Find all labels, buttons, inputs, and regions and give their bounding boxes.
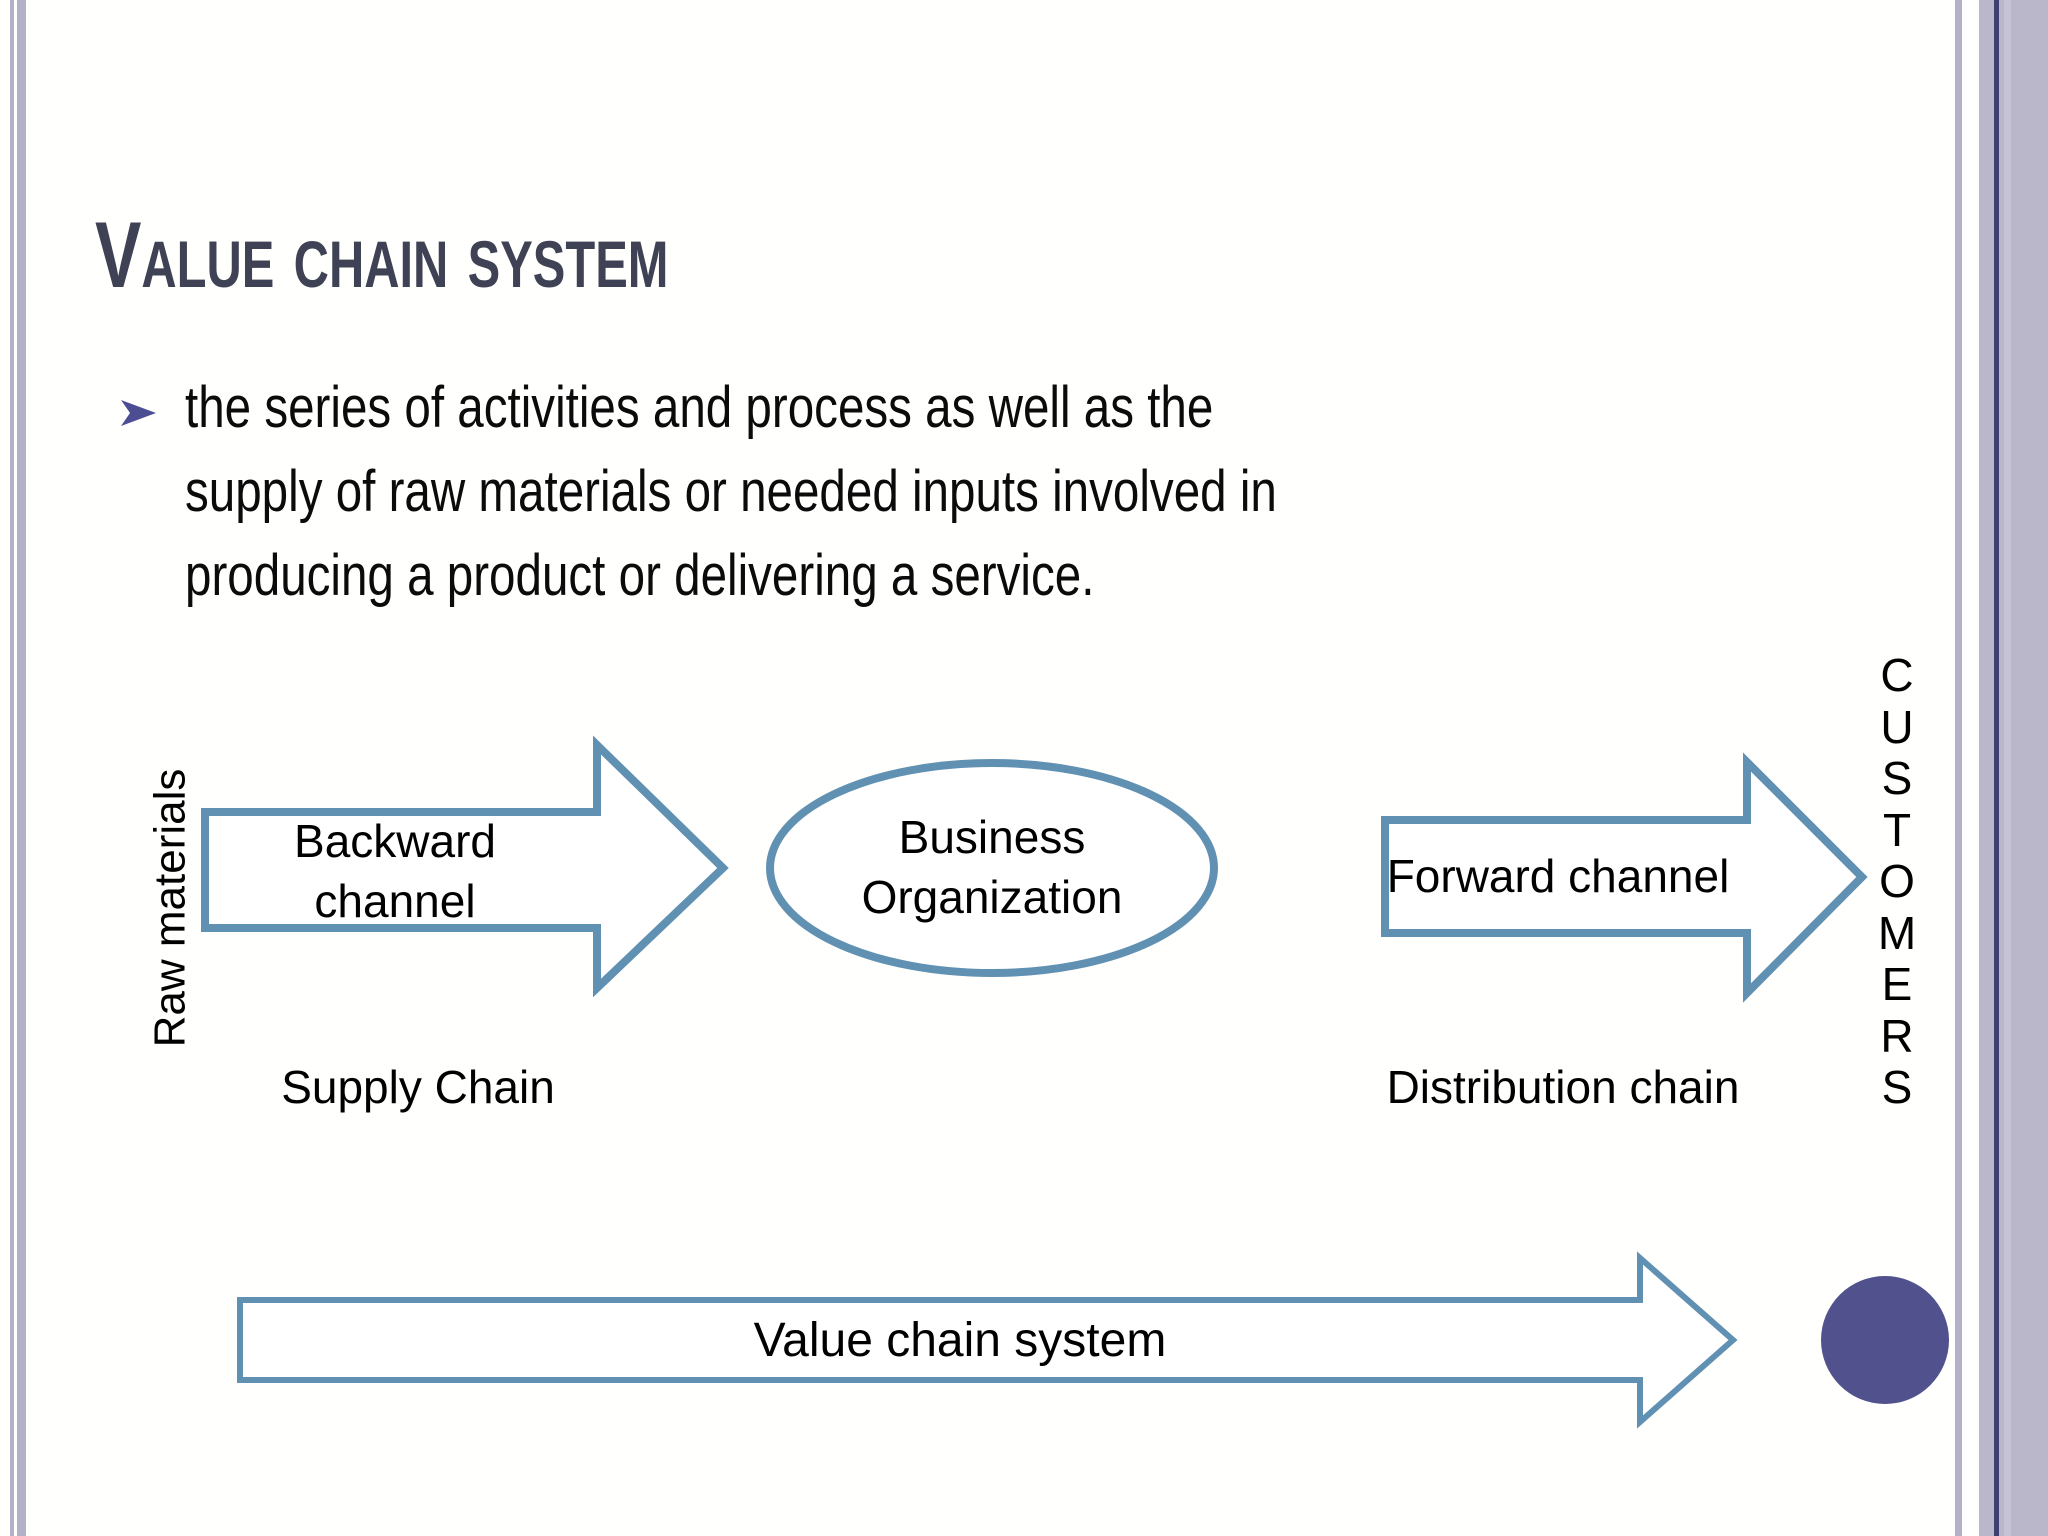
arrowhead-bullet-icon [121, 400, 156, 426]
right-border-band [1979, 0, 2048, 1536]
left-border-line [10, 0, 14, 1536]
forward-channel-arrow-shape [1381, 752, 1868, 1003]
business-organization-ellipse-shape [766, 759, 1218, 977]
right-border-light-strip [2004, 0, 2011, 1536]
slide-title: Value chain system [95, 202, 669, 307]
theme-decoration-circle [1821, 1276, 1949, 1404]
forward-channel-label: Forward channel [1386, 850, 1730, 903]
bullet-text: the series of activities and process as … [185, 375, 1277, 608]
left-border-bar [17, 0, 26, 1536]
backward-channel-arrow-shape [201, 735, 729, 998]
value-chain-system-arrow-shape [237, 1251, 1738, 1429]
backward-channel-label: Backward channel [294, 815, 496, 927]
supply-chain-label: Supply Chain [281, 1061, 555, 1114]
business-organization-label: Business Organization [861, 811, 1123, 923]
right-border-line [1955, 0, 1962, 1536]
raw-materials-label: Raw materials [145, 768, 195, 1048]
value-chain-system-label: Value chain system [753, 1313, 1167, 1367]
customers-label: CUSTOMERS [1877, 649, 1917, 1113]
right-border-dark-line [1994, 0, 1999, 1536]
distribution-chain-label: Distribution chain [1386, 1061, 1740, 1114]
